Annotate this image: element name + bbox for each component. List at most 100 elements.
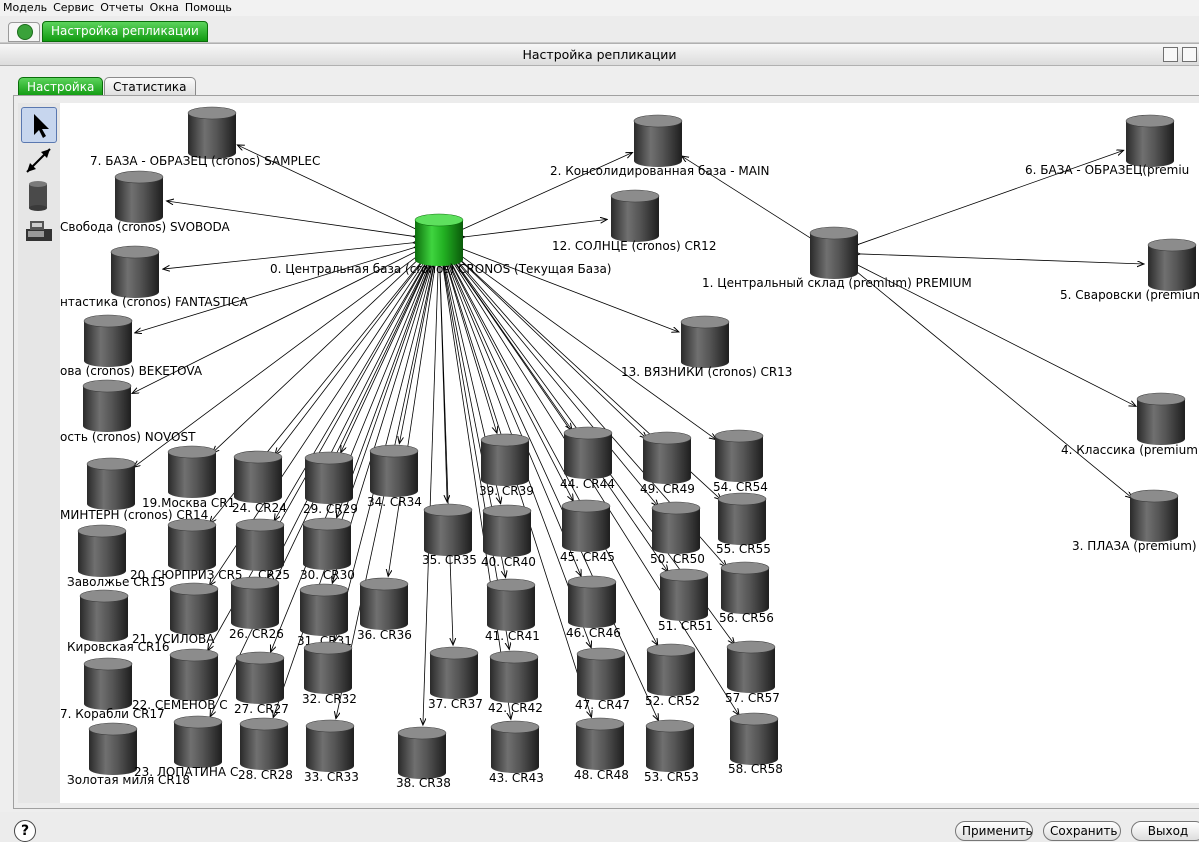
replication-link-n1-n3[interactable] (854, 270, 1132, 499)
database-top-icon (304, 451, 354, 465)
db-node-n48[interactable]: 48. CR48 (574, 717, 629, 782)
db-node-korabli[interactable]: 7. Корабли CR17 (60, 657, 165, 721)
db-node-n3[interactable]: 3. ПЛАЗА (premium) P (1072, 489, 1199, 553)
db-node-n21[interactable]: 21. УСИЛОВА (132, 582, 219, 646)
db-node-komintern[interactable]: МИНТЕРН (cronos) CR14 (60, 457, 208, 522)
pointer-tool[interactable] (21, 107, 57, 143)
db-node-n35[interactable]: 35. CR35 (422, 503, 477, 567)
menu-windows[interactable]: Окна (149, 1, 179, 14)
db-node-n56[interactable]: 56. CR56 (719, 561, 774, 625)
db-node-n46[interactable]: 46. CR46 (566, 575, 621, 640)
replication-link-n0-n38[interactable] (423, 266, 438, 725)
db-node-kirovskaya[interactable]: Кировская CR16 (67, 589, 170, 654)
db-node-label: 58. CR58 (728, 762, 783, 776)
db-node-n53[interactable]: 53. CR53 (644, 719, 699, 784)
menu-reports[interactable]: Отчеты (100, 1, 144, 14)
db-node-n34[interactable]: 34. CR34 (367, 444, 422, 509)
db-node-n12[interactable]: 12. СОЛНЦЕ (cronos) CR12 (552, 189, 716, 253)
db-node-n5[interactable]: 5. Сваровски (premium) (1060, 238, 1199, 302)
replication-link-n1-n6[interactable] (859, 150, 1124, 244)
database-tool[interactable] (21, 179, 55, 213)
cash-register-tool[interactable] (21, 215, 55, 249)
exit-button[interactable]: Выход (1131, 821, 1199, 841)
apply-button[interactable]: Применить (955, 821, 1033, 841)
replication-link-n0-n29[interactable] (341, 264, 428, 453)
db-node-fantastica[interactable]: нтастика (cronos) FANTASTICA (60, 245, 248, 309)
help-button[interactable]: ? (14, 820, 36, 842)
db-node-n29[interactable]: 29. CR29 (303, 451, 358, 516)
replication-diagram[interactable]: 7. БАЗА - ОБРАЗЕЦ (cronos) SAMPLEC 2. Кон… (60, 103, 1199, 803)
replication-link-n0-beketova[interactable] (135, 248, 414, 333)
db-node-n7[interactable]: 7. БАЗА - ОБРАЗЕЦ (cronos) SAMPLEC (90, 106, 320, 168)
replication-link-n1-n2[interactable] (682, 156, 812, 239)
db-node-n19[interactable]: 19.Москва CR1 (142, 445, 235, 510)
db-node-n6[interactable]: 6. БАЗА - ОБРАЗЕЦ(premiu (1025, 114, 1189, 177)
replication-link-n0-n2[interactable] (463, 153, 633, 230)
db-node-beketova[interactable]: ова (cronos) BEKETOVA (60, 314, 203, 378)
database-icon (715, 436, 763, 482)
db-node-n38[interactable]: 38. CR38 (396, 726, 451, 790)
menu-service[interactable]: Сервис (53, 1, 95, 14)
save-button[interactable]: Сохранить (1043, 821, 1121, 841)
replication-link-n0-n12[interactable] (465, 219, 607, 236)
db-node-n27[interactable]: 27. CR27 (234, 651, 289, 716)
db-node-n24[interactable]: 24. CR24 (232, 450, 287, 515)
db-node-zolotaya[interactable]: Золотая миля CR18 (67, 722, 190, 787)
replication-link-n0-n24[interactable] (275, 261, 423, 455)
db-node-n42[interactable]: 42. CR42 (488, 650, 543, 715)
db-node-n54[interactable]: 54. CR54 (713, 429, 768, 494)
db-node-n51[interactable]: 51. CR51 (658, 568, 713, 633)
db-node-n44[interactable]: 44. CR44 (560, 426, 615, 491)
db-node-n32[interactable]: 32. CR32 (302, 641, 357, 706)
db-node-n28[interactable]: 28. CR28 (238, 717, 293, 782)
db-node-label: 40. CR40 (481, 555, 536, 569)
db-node-n52[interactable]: 52. CR52 (645, 643, 700, 708)
app-tab-replication[interactable]: Настройка репликации (42, 21, 208, 42)
replication-link-n0-n7[interactable] (237, 145, 415, 229)
replication-link-n0-n54[interactable] (460, 255, 716, 439)
db-node-n4[interactable]: 4. Классика (premium) (1061, 392, 1199, 457)
db-node-n13[interactable]: 13. ВЯЗНИКИ (cronos) CR13 (621, 315, 792, 379)
replication-link-n0-n49[interactable] (458, 258, 647, 439)
db-node-n41[interactable]: 41. CR41 (485, 578, 540, 643)
db-node-n57[interactable]: 57. CR57 (725, 640, 780, 705)
db-node-n20[interactable]: 20. СЮРПРИЗ CR5 (130, 518, 243, 582)
replication-link-n0-n58[interactable] (453, 262, 739, 715)
database-top-icon (167, 518, 217, 532)
replication-link-n1-n5[interactable] (860, 254, 1144, 264)
db-node-n49[interactable]: 49. CR49 (640, 431, 695, 496)
db-node-n47[interactable]: 47. CR47 (575, 647, 630, 712)
tab-settings[interactable]: Настройка (18, 77, 104, 96)
db-node-n43[interactable]: 43. CR43 (489, 720, 544, 785)
replication-link-n0-n19[interactable] (212, 258, 420, 453)
db-node-n26[interactable]: 26. CR26 (229, 576, 284, 641)
db-node-n37[interactable]: 37. CR37 (428, 646, 483, 711)
db-node-n33[interactable]: 33. CR33 (304, 719, 359, 784)
db-node-n55[interactable]: 55. CR55 (716, 492, 771, 556)
db-node-n22[interactable]: 22. СЕМЕНОВ С (132, 648, 228, 712)
db-node-n36[interactable]: 36. CR36 (357, 577, 412, 642)
db-node-n39[interactable]: 39. CR39 (479, 433, 534, 498)
db-node-n58[interactable]: 58. CR58 (728, 712, 783, 776)
menu-model[interactable]: Модель (3, 1, 48, 14)
tab-statistics[interactable]: Статистика (104, 77, 196, 96)
minimize-button[interactable] (1163, 47, 1178, 62)
db-node-novost[interactable]: ость (cronos) NOVOST (60, 379, 196, 444)
db-node-n2[interactable]: 2. Консолидированная база - MAIN (550, 114, 769, 178)
db-node-n40[interactable]: 40. CR40 (481, 504, 536, 569)
home-tab[interactable] (8, 22, 40, 42)
maximize-button[interactable] (1182, 47, 1197, 62)
replication-link-n0-n39[interactable] (446, 265, 496, 433)
db-node-n1[interactable]: 1. Центральный склад (premium) PREMIUM (702, 226, 972, 290)
db-node-n0[interactable]: 0. Центральная база (cronos) CRONOS (Тек… (270, 213, 611, 276)
db-node-zavolzhye[interactable]: Заволжье CR15 (67, 524, 165, 589)
db-node-n25[interactable]: CR25 (235, 518, 290, 582)
link-tool[interactable] (21, 143, 55, 177)
db-node-n31[interactable]: 31. CR31 (297, 583, 352, 648)
db-node-n45[interactable]: 45. CR45 (560, 499, 615, 564)
menu-help[interactable]: Помощь (184, 1, 232, 14)
db-node-svoboda[interactable]: Свобода (cronos) SVOBODA (60, 170, 231, 234)
db-node-n23[interactable]: 23. ЛОПАТИНА С (134, 715, 238, 779)
db-node-n30[interactable]: 30. CR30 (300, 517, 355, 582)
db-node-n50[interactable]: 50. CR50 (650, 501, 705, 566)
